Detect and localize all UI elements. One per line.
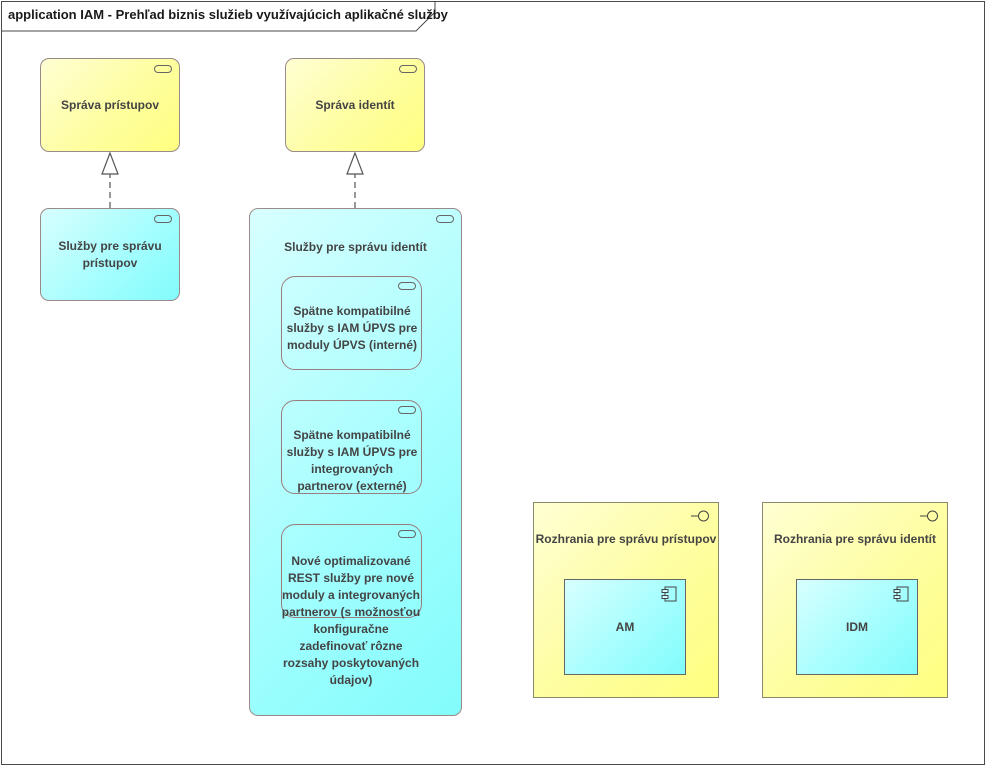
component-idm[interactable]: IDM <box>796 579 918 675</box>
interface-rozhrania-pristupov[interactable]: Rozhrania pre správu prístupov AM <box>533 502 719 698</box>
service-icon <box>154 215 172 223</box>
inner-service-externe-label: Spätne kompatibilné služby s IAM ÚPVS pr… <box>286 428 418 493</box>
realization-sluzby-identit-to-sprava-identit <box>346 151 364 208</box>
node-label: Správa identít <box>315 97 395 112</box>
component-label: AM <box>615 620 635 634</box>
inner-service-interne-label: Spätne kompatibilné služby s IAM ÚPVS pr… <box>286 304 418 352</box>
application-service-sluzby-identit[interactable]: Služby pre správu identít <box>249 208 462 716</box>
component-icon <box>661 586 677 602</box>
application-service-sluzby-pristupov[interactable]: Služby pre správu prístupov <box>40 208 180 301</box>
service-icon <box>398 406 416 414</box>
inner-service-rest-label: Nové optimalizované REST služby pre nové… <box>281 554 421 687</box>
component-am[interactable]: AM <box>564 579 686 675</box>
node-label: Služby pre správu prístupov <box>58 238 162 270</box>
component-label: IDM <box>846 620 868 634</box>
interface-rozhrania-identit[interactable]: Rozhrania pre správu identít IDM <box>762 502 948 698</box>
node-label: Služby pre správu identít <box>284 240 427 254</box>
interface-icon <box>920 510 938 522</box>
service-icon <box>398 530 416 538</box>
service-icon <box>154 65 172 73</box>
service-icon <box>436 215 454 223</box>
interface-icon <box>691 510 709 522</box>
inner-service-rest[interactable] <box>281 524 422 618</box>
service-icon <box>399 65 417 73</box>
inner-service-interne[interactable] <box>281 276 422 370</box>
component-icon <box>893 586 909 602</box>
node-label: Správa prístupov <box>60 97 160 112</box>
diagram-title-tab <box>1 1 436 32</box>
business-service-sprava-pristupov[interactable]: Správa prístupov <box>40 58 180 152</box>
interface-label: Rozhrania pre správu identít <box>773 532 937 546</box>
interface-label: Rozhrania pre správu prístupov <box>535 532 717 546</box>
diagram-title: application IAM - Prehľad biznis služieb… <box>8 7 448 22</box>
realization-sluzby-pristupov-to-sprava-pristupov <box>101 151 119 208</box>
inner-service-externe[interactable] <box>281 400 422 494</box>
business-service-sprava-identit[interactable]: Správa identít <box>285 58 425 152</box>
service-icon <box>398 282 416 290</box>
